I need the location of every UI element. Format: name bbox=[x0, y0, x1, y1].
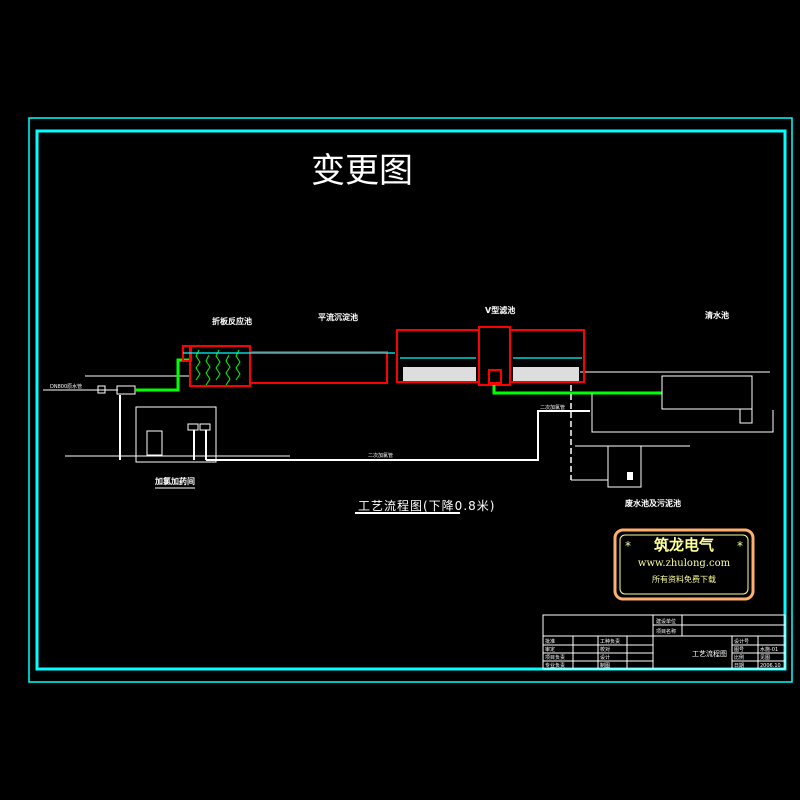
svg-text:项目名称: 项目名称 bbox=[656, 628, 676, 635]
svg-text:所有资料免费下载: 所有资料免费下载 bbox=[652, 574, 716, 584]
label-clear-water: 清水池 bbox=[705, 310, 729, 320]
filtered-water-pipe bbox=[492, 385, 662, 395]
svg-text:*: * bbox=[737, 539, 743, 553]
label-sedimentation: 平流沉淀池 bbox=[318, 312, 358, 322]
label-flocculation: 折板反应池 bbox=[212, 316, 252, 326]
svg-text:建设单位: 建设单位 bbox=[656, 618, 676, 625]
svg-text:设计: 设计 bbox=[600, 654, 610, 661]
svg-text:www.zhulong.com: www.zhulong.com bbox=[638, 558, 731, 569]
svg-text:设计号: 设计号 bbox=[734, 638, 749, 645]
zhulong-watermark: * * 筑龙电气 www.zhulong.com 所有资料免费下载 bbox=[613, 528, 755, 601]
svg-text:2006.10: 2006.10 bbox=[760, 663, 781, 669]
inner-frame bbox=[35, 129, 787, 671]
secondary-chlorine-pipe bbox=[206, 410, 590, 461]
v-filter bbox=[396, 326, 585, 386]
waste-pool bbox=[570, 385, 642, 488]
svg-text:日期: 日期 bbox=[734, 663, 744, 669]
svg-text:*: * bbox=[625, 539, 631, 553]
svg-text:工艺流程图: 工艺流程图 bbox=[692, 649, 727, 658]
svg-text:比例: 比例 bbox=[734, 654, 744, 661]
svg-text:批准: 批准 bbox=[545, 638, 555, 645]
svg-text:DN800原水管: DN800原水管 bbox=[50, 383, 82, 390]
svg-text:工种负责: 工种负责 bbox=[600, 638, 620, 645]
drawing-title: 变更图 bbox=[311, 151, 413, 191]
clear-water-tank bbox=[591, 375, 774, 433]
svg-text:图号: 图号 bbox=[734, 647, 744, 653]
svg-text:筑龙电气: 筑龙电气 bbox=[653, 536, 714, 554]
label-secondary-chlorine: 二次加氯管 bbox=[368, 452, 393, 459]
flocculation-tank bbox=[182, 345, 251, 387]
title-block: 建设单位 项目名称 工艺流程图 批准 审定 项目负责 专业负责 工种负责 校对 … bbox=[542, 614, 786, 670]
label-dosing-room: 加氯加药间 bbox=[154, 476, 195, 486]
svg-text:制图: 制图 bbox=[600, 662, 610, 669]
label-waste-pool: 废水池及污泥池 bbox=[625, 498, 681, 508]
svg-text:审定: 审定 bbox=[545, 646, 555, 653]
svg-text:见图: 见图 bbox=[760, 655, 770, 661]
label-secondary-chlorine-2: 二次加氯管 bbox=[540, 404, 565, 411]
svg-text:专业负责: 专业负责 bbox=[545, 662, 565, 669]
sedimentation-tank bbox=[183, 351, 395, 384]
label-v-filter: V型滤池 bbox=[485, 305, 515, 315]
dosing-room bbox=[119, 395, 217, 463]
svg-text:水施-01: 水施-01 bbox=[760, 646, 778, 653]
svg-text:校对: 校对 bbox=[600, 646, 610, 653]
svg-text:项目负责: 项目负责 bbox=[545, 654, 565, 661]
process-caption: 工艺流程图(下降0.8米) bbox=[358, 498, 495, 513]
outer-frame bbox=[28, 117, 793, 683]
